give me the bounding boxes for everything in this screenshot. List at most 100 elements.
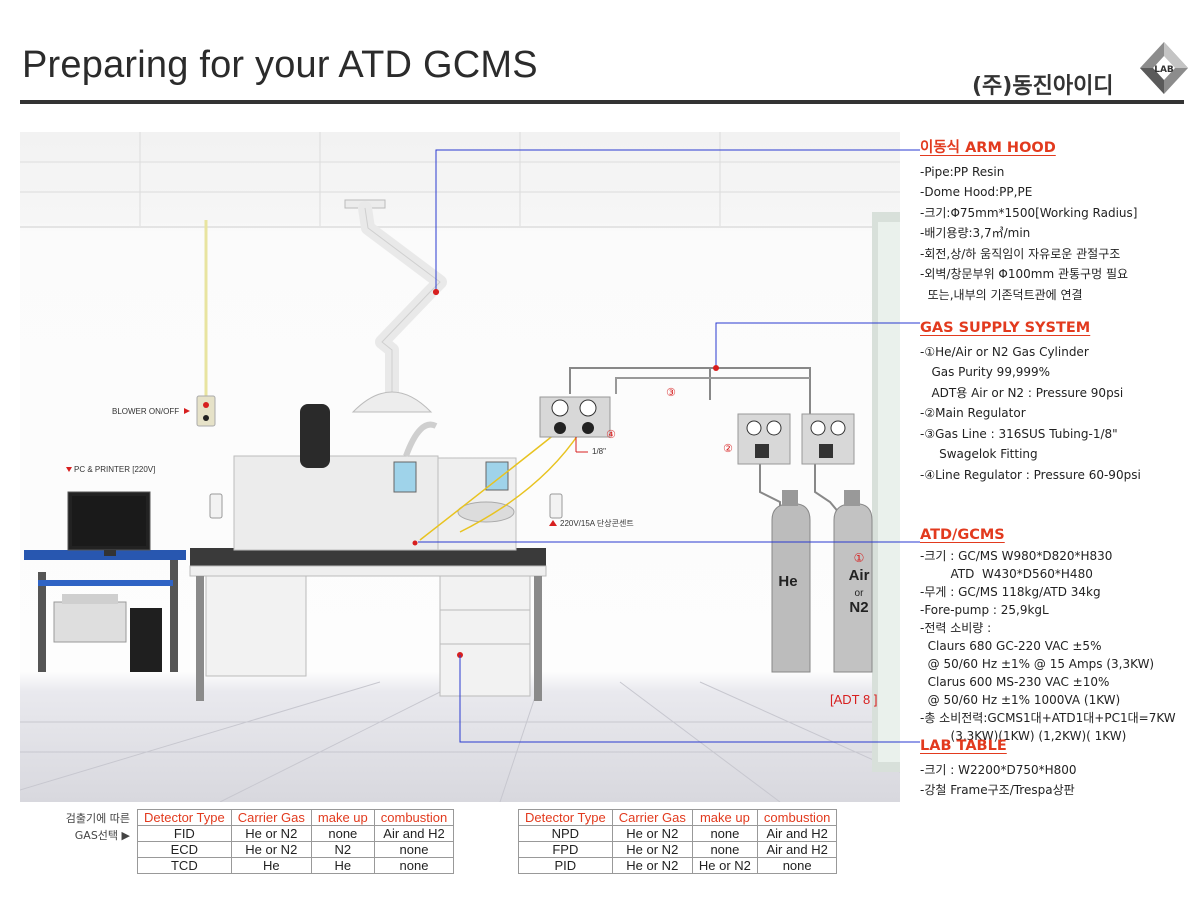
gas-table-caption: 검출기에 따른 GAS선택 ▶ (30, 810, 130, 844)
table-cell: none (373, 857, 455, 874)
spec-line: @ 50/60 Hz ±1% 1000VA (1KW) (920, 693, 1121, 707)
atd-gcms-panel: ATD/GCMS -크기 : GC/MS W980*D820*H830 ATD … (920, 526, 1190, 745)
spec-line: -①He/Air or N2 Gas Cylinder (920, 344, 1089, 359)
spec-line: -④Line Regulator : Pressure 60-90psi (920, 467, 1141, 482)
spec-line: -크기 : GC/MS W980*D820*H830 (920, 549, 1113, 563)
lab-table-panel: LAB TABLE -크기 : W2200*D750*H800 -강철 Fram… (920, 736, 1190, 801)
table-header: Carrier Gas (230, 809, 312, 826)
lab-scene: BLOWER ON/OFF PC & PRINTER [220V] (20, 132, 900, 802)
atd-gcms-heading: ATD/GCMS (920, 527, 1005, 543)
spec-line: ATD W430*D560*H480 (920, 567, 1093, 581)
table-cell: He or N2 (230, 825, 312, 842)
arm-hood-heading: 이동식 ARM HOOD (920, 140, 1056, 156)
marker-1: ① (854, 551, 865, 565)
table-cell: He or N2 (611, 841, 693, 858)
header-rule (20, 100, 1184, 104)
table-header: Detector Type (137, 809, 232, 826)
table-row: TCD He He none (137, 857, 455, 874)
leader-lab-table (459, 655, 920, 743)
spec-line: @ 50/60 Hz ±1% @ 15 Amps (3,3KW) (920, 657, 1155, 671)
gas-table-left: Detector Type Carrier Gas make up combus… (137, 809, 455, 874)
gas-table-right: Detector Type Carrier Gas make up combus… (518, 809, 838, 874)
spec-line: -크기:Φ75mm*1500[Working Radius] (920, 205, 1138, 220)
lab-illustration: BLOWER ON/OFF PC & PRINTER [220V] (20, 132, 900, 802)
table-row: ECD He or N2 N2 none (137, 841, 455, 858)
spec-line: -크기 : W2200*D750*H800 (920, 762, 1077, 777)
spec-line: -외벽/창문부위 Φ100mm 관통구멍 필요 (920, 267, 1129, 281)
gas-supply-heading: GAS SUPPLY SYSTEM (920, 320, 1091, 336)
table-cell: none (373, 841, 455, 858)
cylinder-n2-label: N2 (849, 599, 868, 616)
pc-printer-label: PC & PRINTER [220V] (74, 465, 155, 474)
spec-line: -③Gas Line : 316SUS Tubing-1/8" (920, 426, 1118, 441)
table-row: FPD He or N2 none Air and H2 (518, 841, 838, 858)
table-header: make up (691, 809, 758, 826)
table-row: NPD He or N2 none Air and H2 (518, 825, 838, 842)
cylinder-he-label: He (778, 573, 797, 590)
company-name: (주)동진아이디 (972, 74, 1114, 99)
lab-table-heading: LAB TABLE (920, 738, 1007, 754)
table-cell: none (691, 825, 758, 842)
marker-3: ③ (666, 386, 676, 399)
spec-line: -무게 : GC/MS 118kg/ATD 34kg (920, 585, 1101, 599)
table-cell: TCD (137, 857, 232, 874)
table-header-row: Detector Type Carrier Gas make up combus… (137, 809, 455, 826)
table-header: combustion (756, 809, 838, 826)
cylinder-air-label: Air (849, 567, 870, 584)
lab-logo: LAB (1140, 42, 1188, 94)
table-cell: Air and H2 (756, 825, 838, 842)
page-title: Preparing for your ATD GCMS (22, 44, 538, 86)
spec-line: ADT용 Air or N2 : Pressure 90psi (920, 385, 1124, 400)
table-header: make up (310, 809, 375, 826)
table-row: PID He or N2 He or N2 none (518, 857, 838, 874)
cylinder-or-label: or (855, 588, 865, 599)
logo-text: LAB (1154, 65, 1174, 75)
spec-line: -Dome Hood:PP,PE (920, 185, 1033, 199)
spec-line: -강철 Frame구조/Trespa상판 (920, 783, 1075, 797)
caption-line: 검출기에 따른 (65, 812, 130, 825)
spec-line: 또는,내부의 기존덕트관에 연결 (920, 287, 1083, 302)
table-cell: NPD (518, 825, 613, 842)
spec-line: -Fore-pump : 25,9kgL (920, 603, 1049, 617)
spec-line: -배기용량:3,7㎥/min (920, 226, 1031, 240)
table-cell: Air and H2 (373, 825, 455, 842)
table-cell: none (756, 857, 838, 874)
spec-line: Gas Purity 99,999% (920, 365, 1051, 379)
table-cell: He or N2 (611, 857, 693, 874)
table-cell: none (691, 841, 758, 858)
table-cell: He or N2 (691, 857, 758, 874)
leader-arm-hood (435, 149, 920, 292)
table-cell: N2 (310, 841, 375, 858)
table-cell: He or N2 (611, 825, 693, 842)
table-cell: Air and H2 (756, 841, 838, 858)
table-cell: PID (518, 857, 613, 874)
table-header-row: Detector Type Carrier Gas make up combus… (518, 809, 838, 826)
table-cell: He (310, 857, 375, 874)
blower-label: BLOWER ON/OFF (112, 407, 179, 416)
table-header: Detector Type (518, 809, 613, 826)
table-cell: He (230, 857, 312, 874)
spec-line: -회전,상/하 움직임이 자유로운 관절구조 (920, 246, 1121, 261)
spec-line: Clarus 600 MS-230 VAC ±10% (920, 675, 1110, 689)
table-cell: FID (137, 825, 232, 842)
marker-4: ④ (606, 428, 616, 441)
spec-line: -총 소비전력:GCMS1대+ATD1대+PC1대=7KW (920, 711, 1176, 725)
table-cell: ECD (137, 841, 232, 858)
blower-switch-button (203, 402, 209, 408)
leader-gas-supply (715, 322, 920, 368)
spec-line: Claurs 680 GC-220 VAC ±5% (920, 639, 1102, 653)
spec-line: Swagelok Fitting (920, 447, 1038, 461)
table-cell: He or N2 (230, 841, 312, 858)
spec-line: -②Main Regulator (920, 406, 1026, 420)
caption-line: GAS선택 ▶ (74, 829, 130, 842)
spec-line: -Pipe:PP Resin (920, 164, 1005, 179)
table-row: FID He or N2 none Air and H2 (137, 825, 455, 842)
marker-2: ② (723, 442, 733, 455)
spec-line: (3,3KW)(1KW) (1,2KW)( 1KW) (920, 729, 1127, 743)
tubing-label: 1/8" (592, 447, 606, 456)
spec-line: -전력 소비량 : (920, 621, 992, 635)
adt-label: [ADT 8 ] (830, 692, 877, 707)
arm-hood-panel: 이동식 ARM HOOD -Pipe:PP Resin -Dome Hood:P… (920, 138, 1190, 305)
table-header: Carrier Gas (611, 809, 693, 826)
